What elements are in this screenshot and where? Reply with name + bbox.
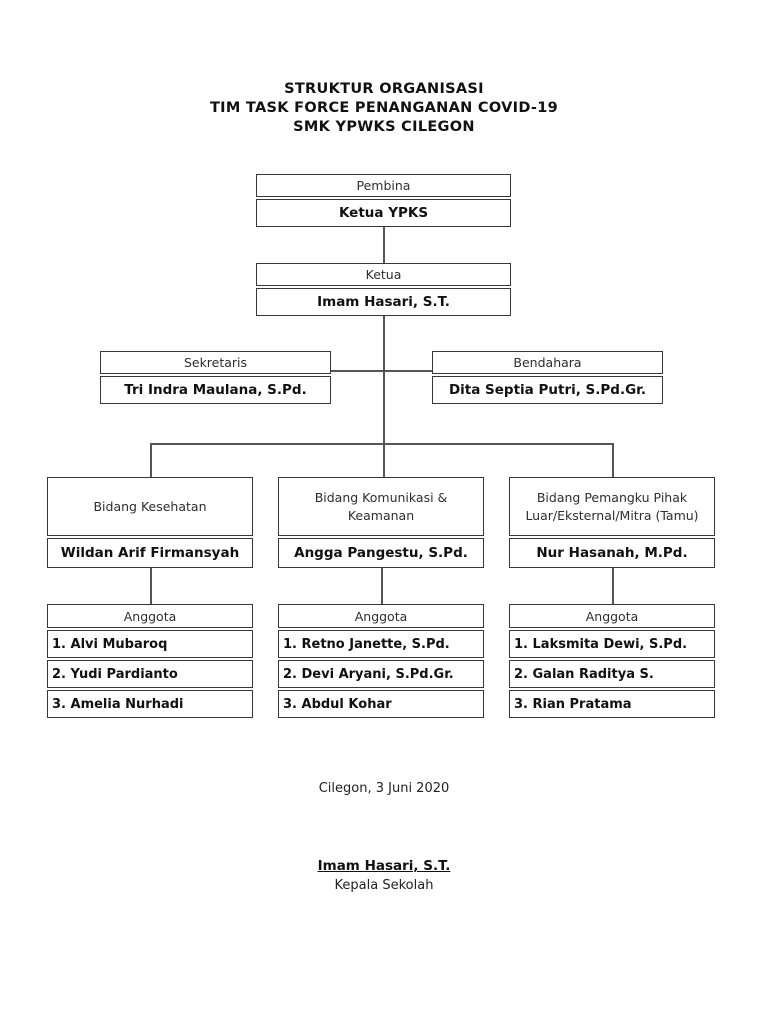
division-kesehatan-title: Bidang Kesehatan (47, 477, 253, 536)
title-line-1: STRUKTUR ORGANISASI (284, 81, 484, 97)
pembina-name-box: Ketua YPKS (256, 199, 511, 227)
division-pemangku-member-1: 1. Laksmita Dewi, S.Pd. (509, 630, 715, 658)
ketua-role-box: Ketua (256, 263, 511, 286)
footer-signatory-name: Imam Hasari, S.T. (317, 858, 451, 874)
sekretaris-role-box: Sekretaris (100, 351, 331, 374)
division-kesehatan-head: Wildan Arif Firmansyah (47, 538, 253, 568)
division-komunikasi-member-1: 1. Retno Janette, S.Pd. (278, 630, 484, 658)
division-komunikasi-head: Angga Pangestu, S.Pd. (278, 538, 484, 568)
division-kesehatan-member-1: 1. Alvi Mubaroq (47, 630, 253, 658)
division-komunikasi-members-label: Anggota (278, 604, 484, 628)
division-pemangku-members-label: Anggota (509, 604, 715, 628)
connector-anggota-left (150, 568, 152, 604)
footer-signatory-title: Kepala Sekolah (334, 878, 434, 893)
connector-drop-left (150, 443, 152, 477)
connector-anggota-middle (381, 568, 383, 604)
division-komunikasi-member-2: 2. Devi Aryani, S.Pd.Gr. (278, 660, 484, 688)
title-line-3: SMK YPWKS CILEGON (293, 119, 475, 135)
connector-pembina-ketua (383, 227, 385, 263)
bendahara-role-box: Bendahara (432, 351, 663, 374)
ketua-name-box: Imam Hasari, S.T. (256, 288, 511, 316)
division-kesehatan-member-2: 2. Yudi Pardianto (47, 660, 253, 688)
division-pemangku-member-2: 2. Galan Raditya S. (509, 660, 715, 688)
division-pemangku-member-3: 3. Rian Pratama (509, 690, 715, 718)
title-line-2: TIM TASK FORCE PENANGANAN COVID-19 (209, 100, 559, 116)
connector-anggota-right (612, 568, 614, 604)
connector-division-split (150, 443, 614, 445)
connector-sekretaris-bendahara (331, 370, 433, 372)
sekretaris-name-box: Tri Indra Maulana, S.Pd. (100, 376, 331, 404)
division-pemangku-head: Nur Hasanah, M.Pd. (509, 538, 715, 568)
division-komunikasi-member-3: 3. Abdul Kohar (278, 690, 484, 718)
division-kesehatan-member-3: 3. Amelia Nurhadi (47, 690, 253, 718)
connector-center-vertical (383, 316, 385, 477)
division-kesehatan-members-label: Anggota (47, 604, 253, 628)
division-pemangku-title: Bidang Pemangku Pihak Luar/Eksternal/Mit… (509, 477, 715, 536)
division-komunikasi-title: Bidang Komunikasi & Keamanan (278, 477, 484, 536)
bendahara-name-box: Dita Septia Putri, S.Pd.Gr. (432, 376, 663, 404)
connector-drop-right (612, 443, 614, 477)
footer-place-date: Cilegon, 3 Juni 2020 (318, 781, 450, 796)
pembina-role-box: Pembina (256, 174, 511, 197)
document-title: STRUKTUR ORGANISASI TIM TASK FORCE PENAN… (0, 80, 768, 137)
